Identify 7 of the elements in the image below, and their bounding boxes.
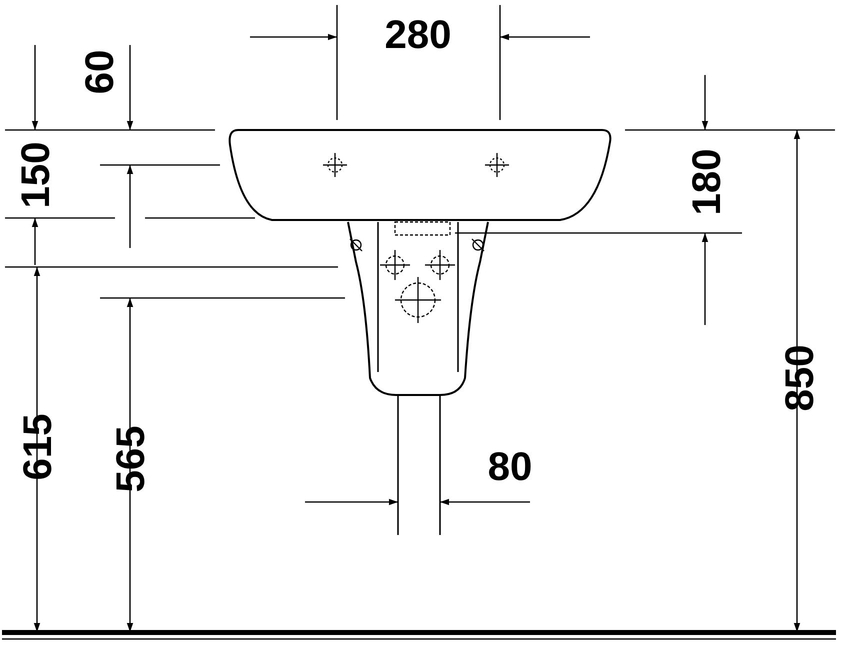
dimension-value: 615	[18, 414, 58, 480]
dimension-value: 80	[488, 447, 532, 487]
dimension-value: 150	[16, 142, 56, 208]
dimension-value: 180	[687, 148, 727, 216]
dimension-value: 60	[80, 50, 120, 94]
dimension-value: 280	[384, 15, 452, 55]
dimension-value: 850	[780, 344, 820, 412]
